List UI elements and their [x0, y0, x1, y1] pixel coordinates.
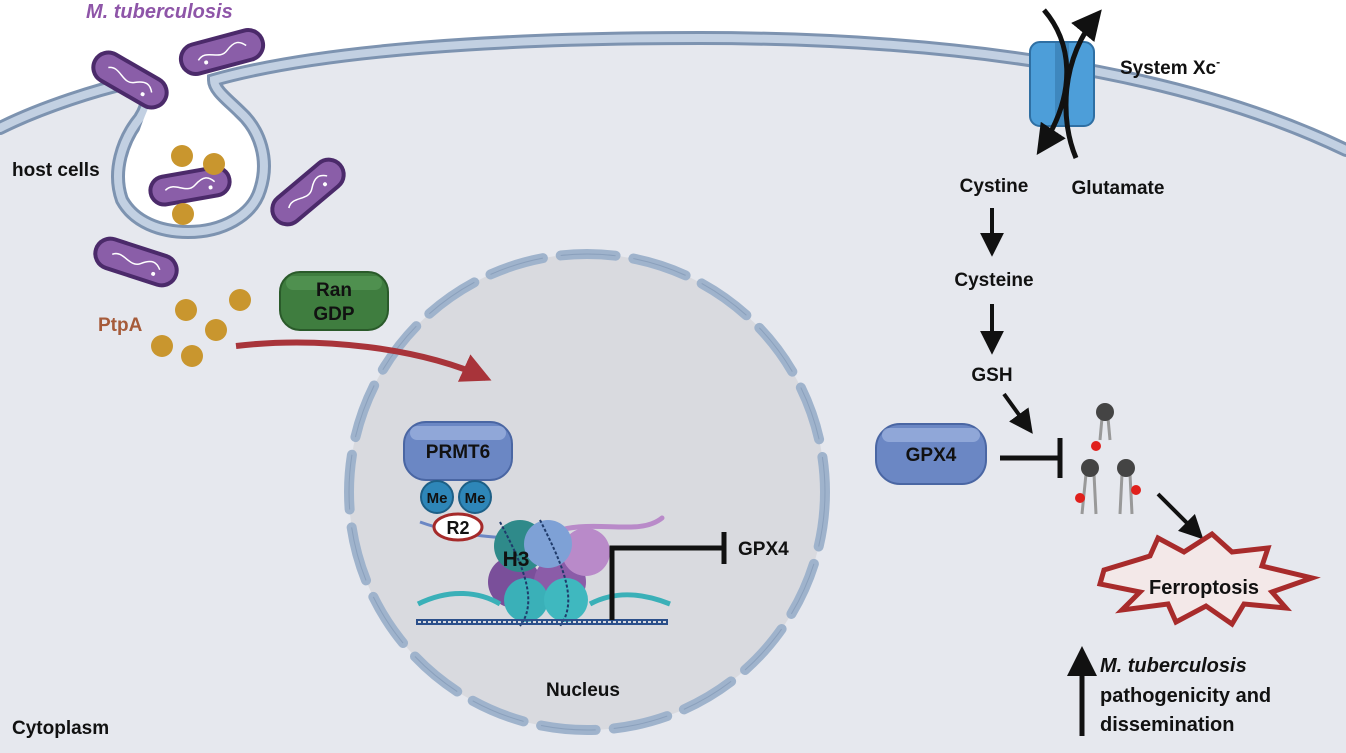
gpx4-protein: GPX4	[875, 423, 1063, 485]
ran-label: Ran	[316, 280, 352, 301]
gdp-label: GDP	[313, 304, 355, 325]
nucleus-label: Nucleus	[546, 680, 620, 701]
cysteine-label: Cysteine	[954, 270, 1033, 291]
ptpa-label: PtpA	[98, 315, 143, 336]
methyl-groups: Me Me	[420, 480, 492, 514]
bacterium-5	[93, 236, 179, 288]
mtb-top-label: M. tuberculosis	[86, 1, 233, 23]
pathogenicity-line2: dissemination	[1100, 714, 1234, 736]
cystine-label: Cystine	[960, 176, 1029, 197]
bacterium-3	[148, 165, 232, 207]
ferroptosis-label: Ferroptosis	[1149, 577, 1259, 599]
pathogenicity-line1: pathogenicity and	[1100, 685, 1271, 707]
r2-label: R2	[446, 518, 469, 538]
gpx4-repression: GPX4	[609, 532, 789, 620]
nucleus	[344, 249, 830, 735]
lipid-1	[1091, 403, 1114, 451]
prmt6: PRMT6	[403, 421, 513, 481]
gpx4-protein-label: GPX4	[906, 445, 957, 466]
system-xc-label: System Xc-	[1120, 55, 1220, 79]
ferroptosis-burst: Ferroptosis	[1096, 530, 1321, 628]
bacterium-1	[91, 50, 169, 110]
host-cells-label: host cells	[12, 160, 100, 181]
cytoplasm-label: Cytoplasm	[12, 718, 109, 739]
lipid-peroxides	[1075, 403, 1204, 540]
mtb-bottom-label: M. tuberculosis	[1100, 655, 1247, 677]
gsh-label: GSH	[971, 365, 1012, 386]
gpx4-gene-label: GPX4	[738, 539, 789, 560]
system-xc-transporter: System Xc-	[1029, 8, 1220, 159]
me-label-1: Me	[427, 490, 448, 507]
prmt6-label: PRMT6	[426, 442, 490, 463]
lipid-3	[1117, 459, 1141, 515]
nucleosome: R2 H3	[419, 512, 665, 627]
ptpa-translocation-arrow	[235, 339, 492, 382]
ran-gdp: Ran GDP	[279, 271, 389, 331]
h3-label: H3	[503, 548, 530, 571]
bacterium-2	[178, 28, 266, 76]
me-label-2: Me	[465, 490, 486, 507]
dna-strand	[416, 591, 671, 625]
bacterium-4	[270, 157, 346, 227]
gsh-pathway: Cystine Glutamate Cysteine GSH	[954, 176, 1165, 434]
bacteria	[91, 28, 346, 288]
glutamate-label: Glutamate	[1072, 178, 1165, 199]
lipid-2	[1075, 459, 1099, 515]
pathogenicity-outcome: M. tuberculosis pathogenicity and dissem…	[1067, 646, 1271, 736]
